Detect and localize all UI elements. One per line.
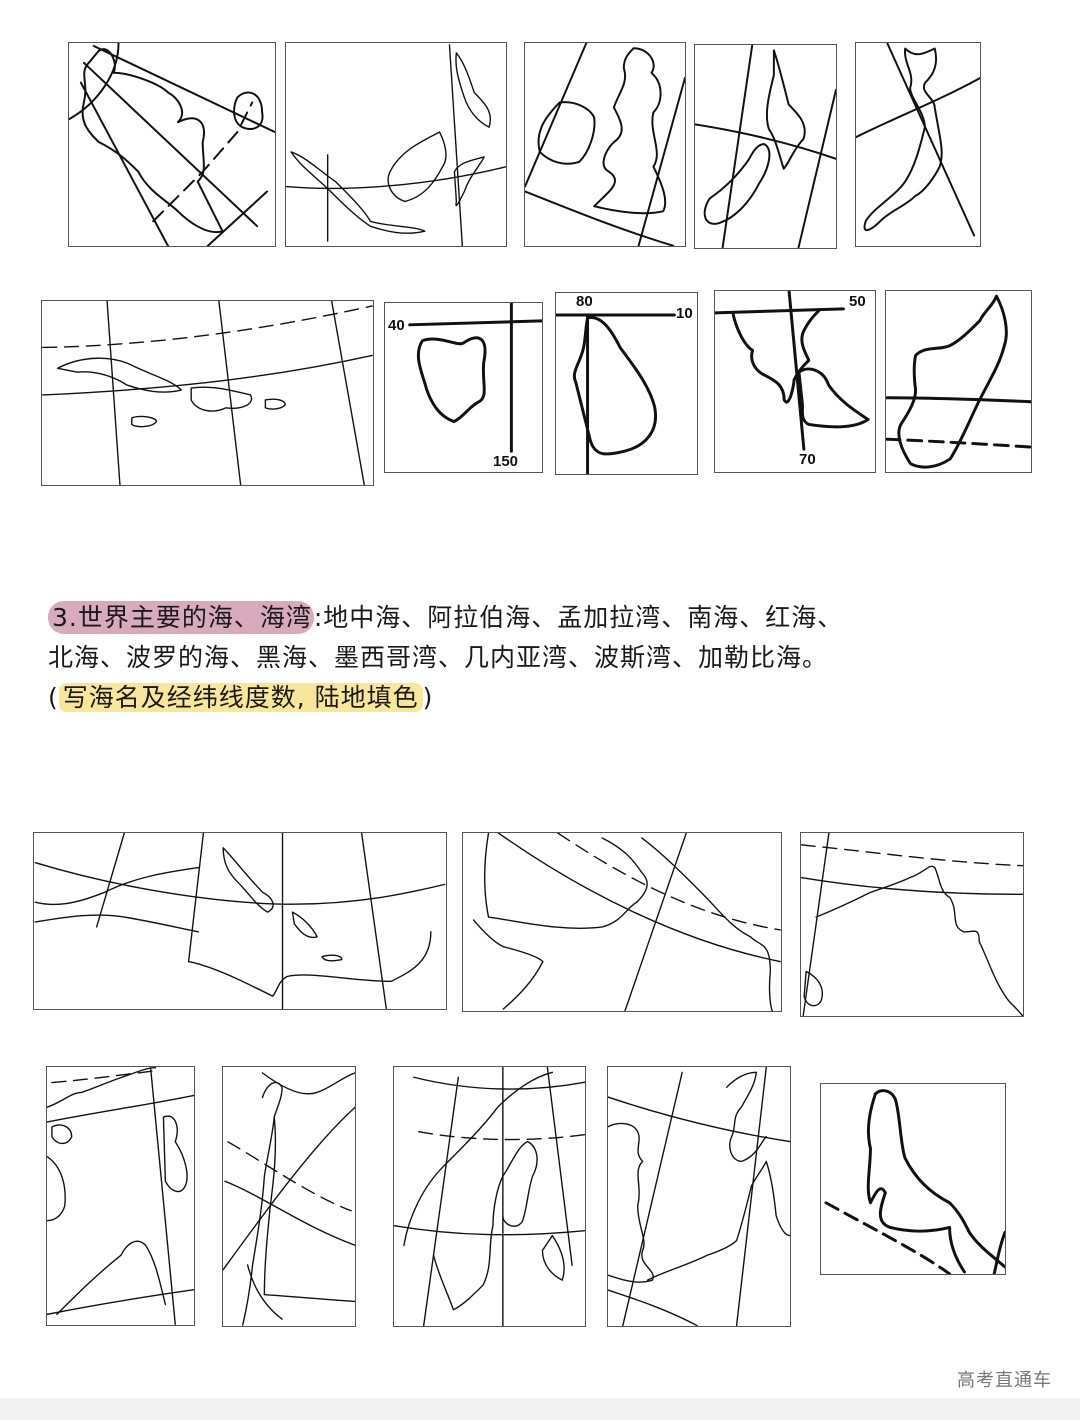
section-line-1: 3.世界主要的海、海湾:地中海、阿拉伯海、孟加拉湾、南海、红海、 (48, 598, 1068, 638)
map-panel-sri-lanka: 80 10 (555, 292, 698, 475)
map-panel-persian-gulf (820, 1083, 1006, 1275)
watermark: 高考直通车 (957, 1370, 1052, 1391)
outline-map-region-9 (715, 291, 870, 451)
map-panel-baltic-sea (393, 1066, 586, 1327)
map-panel-gulf-of-mexico (607, 1066, 791, 1327)
outline-map-bay-of-bengal (801, 833, 1023, 1016)
seas-list-line-1: 地中海、阿拉伯海、孟加拉湾、南海、红海、 (323, 603, 844, 632)
latitude-label-10: 10 (676, 305, 693, 322)
longitude-label-70: 70 (799, 451, 816, 468)
section-heading: 3.世界主要的海、海湾 (48, 601, 314, 634)
footer-bar (0, 1398, 1080, 1420)
map-panel-north-sea (46, 1066, 195, 1326)
instruction-note: 写海名及经纬线度数, 陆地填色 (58, 683, 423, 712)
section-seas-and-gulfs: 3.世界主要的海、海湾:地中海、阿拉伯海、孟加拉湾、南海、红海、 北海、波罗的海… (48, 598, 1068, 718)
section-line-2: 北海、波罗的海、黑海、墨西哥湾、几内亚湾、波斯湾、加勒比海。 (48, 638, 1068, 678)
latitude-label-50: 50 (849, 293, 866, 310)
outline-map-madagascar (886, 294, 1031, 469)
latitude-label-40: 40 (388, 317, 405, 334)
map-panel-region-2 (285, 42, 507, 247)
outline-map-baltic-sea (394, 1067, 585, 1326)
longitude-label-150: 150 (493, 453, 519, 470)
outline-map-6 (42, 301, 373, 485)
outline-map-sri-lanka (556, 313, 676, 474)
seas-list-line-2: 北海、波罗的海、黑海、墨西哥湾、几内亚湾、波斯湾、加勒比海。 (48, 643, 829, 672)
map-panel-red-sea (222, 1066, 356, 1327)
note-paren-close: ) (422, 683, 434, 712)
outline-map-3 (525, 43, 685, 246)
outline-map-1 (69, 43, 275, 246)
outline-map-2 (286, 44, 506, 246)
outline-map-arabian-sea (472, 833, 781, 1011)
heading-colon: : (313, 603, 324, 632)
outline-map-gulf-of-mexico (608, 1067, 790, 1326)
map-panel-tasmania: 40 150 (384, 302, 543, 473)
note-paren-open: ( (48, 683, 59, 712)
map-panel-region-4 (694, 44, 837, 249)
map-panel-bay-of-bengal (800, 832, 1024, 1017)
outline-map-4 (695, 45, 836, 248)
map-panel-arabian-sea (462, 832, 782, 1012)
outline-map-mediterranean (34, 833, 446, 1009)
outline-map-5 (856, 43, 980, 237)
outline-map-north-sea (47, 1067, 194, 1325)
outline-map-persian-gulf (824, 1089, 1005, 1274)
map-panel-region-3 (524, 42, 686, 247)
map-panel-mediterranean (33, 832, 447, 1010)
map-panel-region-6 (41, 300, 374, 486)
section-line-3: (写海名及经纬线度数, 陆地填色) (48, 678, 1068, 718)
map-panel-region-5 (855, 42, 981, 247)
map-panel-madagascar (885, 290, 1032, 473)
map-panel-region-9: 50 70 (714, 290, 876, 473)
outline-map-tasmania (408, 303, 542, 453)
map-panel-region-1 (68, 42, 276, 247)
outline-map-red-sea (223, 1072, 355, 1326)
longitude-label-80: 80 (576, 293, 593, 310)
